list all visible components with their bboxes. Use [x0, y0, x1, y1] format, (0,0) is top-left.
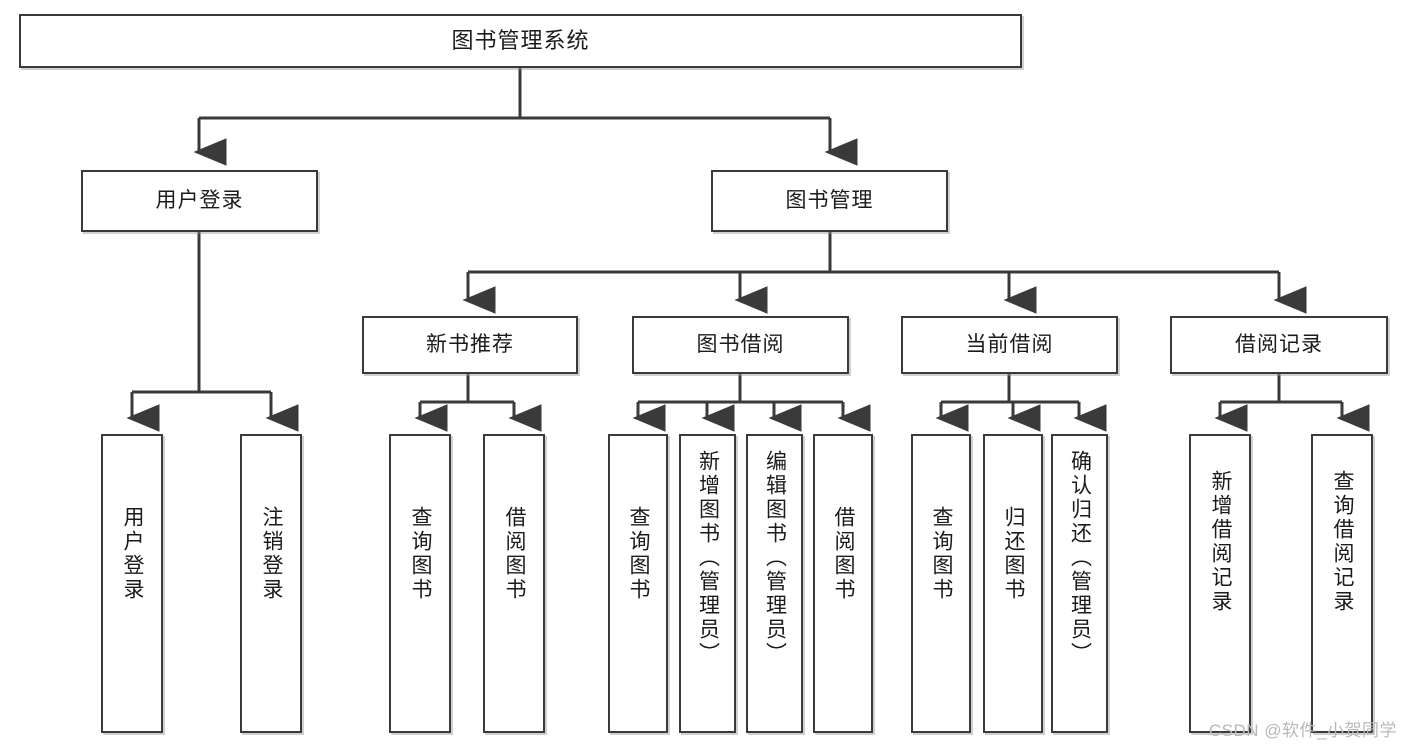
- node-borrow-record-label: 借阅记录: [1235, 333, 1323, 357]
- node-book-borrow[interactable]: 图书借阅: [632, 316, 849, 374]
- leaf-edit-book-admin[interactable]: 编辑图书（管理员）: [746, 434, 803, 733]
- node-root-label: 图书管理系统: [451, 27, 590, 53]
- node-user-login-label: 用户登录: [155, 189, 244, 213]
- leaf-return-book[interactable]: 归还图书: [983, 434, 1043, 733]
- node-user-login[interactable]: 用户登录: [81, 170, 318, 232]
- leaf-query-borrow-record-label: 查询借阅记录: [1331, 470, 1355, 614]
- leaf-user-login[interactable]: 用户登录: [101, 434, 163, 733]
- node-new-book-recommend-label: 新书推荐: [426, 333, 514, 357]
- leaf-add-borrow-record[interactable]: 新增借阅记录: [1189, 434, 1251, 733]
- leaf-borrow-book-2[interactable]: 借阅图书: [813, 434, 873, 733]
- leaf-query-book-1-label: 查询图书: [409, 506, 433, 602]
- leaf-query-book-2[interactable]: 查询图书: [608, 434, 668, 733]
- leaf-borrow-book-2-label: 借阅图书: [832, 506, 856, 602]
- leaf-confirm-return-admin[interactable]: 确认归还（管理员）: [1051, 434, 1108, 733]
- leaf-logout-label: 注销登录: [260, 506, 284, 602]
- leaf-query-book-1[interactable]: 查询图书: [389, 434, 451, 733]
- leaf-add-book-admin[interactable]: 新增图书（管理员）: [679, 434, 736, 733]
- node-borrow-record[interactable]: 借阅记录: [1170, 316, 1388, 374]
- leaf-add-borrow-record-label: 新增借阅记录: [1209, 470, 1233, 614]
- leaf-query-book-3-label: 查询图书: [930, 506, 954, 602]
- leaf-edit-book-admin-label: 编辑图书（管理员）: [763, 450, 787, 666]
- leaf-return-book-label: 归还图书: [1002, 506, 1026, 602]
- node-book-borrow-label: 图书借阅: [696, 333, 785, 357]
- leaf-query-book-3[interactable]: 查询图书: [911, 434, 971, 733]
- leaf-borrow-book-1-label: 借阅图书: [503, 506, 527, 602]
- node-root[interactable]: 图书管理系统: [19, 14, 1022, 68]
- leaf-confirm-return-admin-label: 确认归还（管理员）: [1068, 450, 1092, 666]
- node-book-management-label: 图书管理: [785, 189, 874, 213]
- leaf-add-book-admin-label: 新增图书（管理员）: [696, 450, 720, 666]
- leaf-query-borrow-record[interactable]: 查询借阅记录: [1311, 434, 1373, 733]
- node-current-borrow-label: 当前借阅: [965, 333, 1054, 357]
- node-current-borrow[interactable]: 当前借阅: [901, 316, 1118, 374]
- leaf-user-login-label: 用户登录: [121, 506, 145, 602]
- csdn-watermark: CSDN @软件_小贺同学: [1208, 721, 1397, 740]
- leaf-logout[interactable]: 注销登录: [240, 434, 302, 733]
- node-new-book-recommend[interactable]: 新书推荐: [362, 316, 578, 374]
- leaf-borrow-book-1[interactable]: 借阅图书: [483, 434, 545, 733]
- leaf-query-book-2-label: 查询图书: [627, 506, 651, 602]
- node-book-management[interactable]: 图书管理: [711, 170, 948, 232]
